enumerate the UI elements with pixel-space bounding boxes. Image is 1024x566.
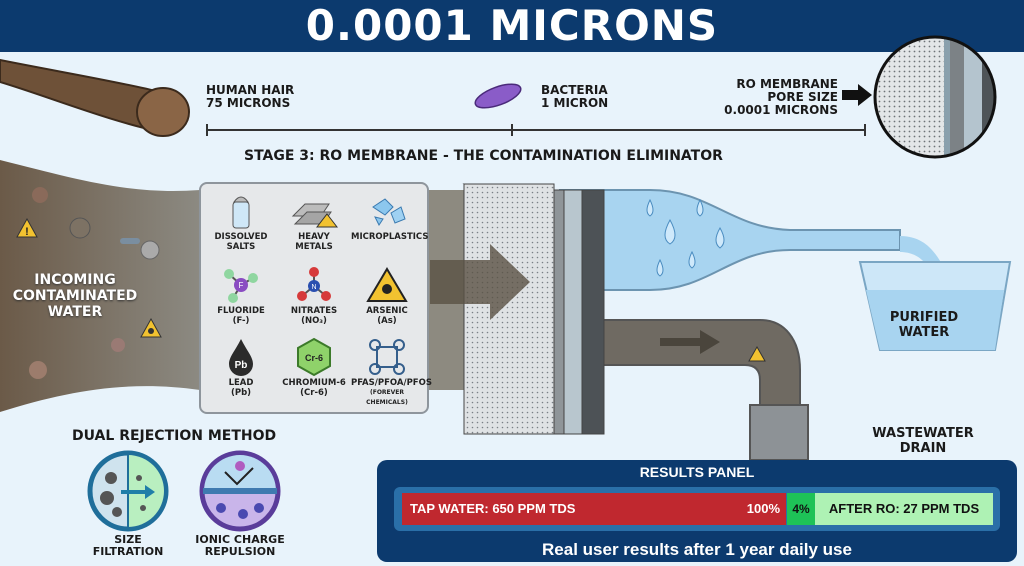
svg-text:Cr-6: Cr-6: [305, 353, 323, 363]
tap-water-bar: TAP WATER: 650 PPM TDS 100%: [402, 493, 786, 525]
results-title: RESULTS PANEL: [639, 464, 755, 480]
svg-text:N: N: [311, 284, 316, 291]
metal-bars-icon: [291, 203, 339, 228]
scale-tick: [511, 124, 513, 136]
warning-icon: [748, 346, 766, 362]
stage-title: STAGE 3: RO MEMBRANE - THE CONTAMINATION…: [244, 148, 723, 164]
dual-rejection-title: DUAL REJECTION METHOD: [72, 428, 277, 444]
microplastics-icon: [372, 198, 406, 226]
ionic-repulsion-icon: [199, 450, 281, 532]
scale-tick: [206, 124, 208, 136]
lead-drop-icon: Pb: [229, 339, 253, 376]
after-ro-bar: AFTER RO: 27 PPM TDS: [815, 493, 993, 525]
svg-text:F: F: [239, 281, 244, 290]
contaminant-nitrates: N NITRATES(NO₃): [278, 264, 350, 326]
salt-shaker-icon: [232, 196, 250, 229]
scale-line: [206, 129, 866, 131]
contaminant-fluoride: F FLUORIDE(F-): [205, 264, 277, 326]
tap-water-percent: 100%: [746, 501, 780, 516]
ro-membrane-diagram: [430, 183, 1012, 460]
contaminant-microplastics: MICROPLASTICS: [351, 190, 428, 242]
hair-strand-icon: [0, 58, 190, 137]
page-title: 0.0001 MICRONS: [305, 1, 719, 50]
membrane-magnified-icon: [873, 35, 997, 159]
biohazard-icon: [140, 318, 162, 338]
contaminant-arsenic: ARSENIC(As): [351, 264, 423, 326]
contaminant-pfas: PFAS/PFOA/PFOS(FOREVER CHEMICALS): [351, 336, 432, 408]
scale-tick: [864, 124, 866, 136]
nitrate-molecule-icon: N: [297, 267, 331, 301]
results-footer: Real user results after 1 year daily use: [542, 540, 852, 559]
warning-icon: !: [16, 218, 38, 238]
header-banner: [0, 0, 1024, 52]
tap-water-label: TAP WATER: 650 PPM TDS: [410, 501, 576, 516]
svg-text:Pb: Pb: [235, 360, 248, 371]
chromium-hexagon-icon: Cr-6: [297, 337, 331, 377]
bacteria-icon: [474, 83, 522, 109]
contaminant-chromium-6: Cr-6 CHROMIUM-6(Cr-6): [278, 336, 350, 398]
fluoride-molecule-icon: F: [224, 269, 258, 303]
toxic-warning-icon: [366, 267, 408, 302]
svg-text:!: !: [25, 226, 29, 238]
pfas-network-icon: [369, 339, 405, 375]
size-filtration-icon: [87, 450, 169, 532]
ro-percent-bar: 4%: [787, 493, 815, 525]
contaminant-lead: Pb LEAD(Pb): [205, 336, 277, 398]
arrow-right-icon: [842, 84, 872, 106]
